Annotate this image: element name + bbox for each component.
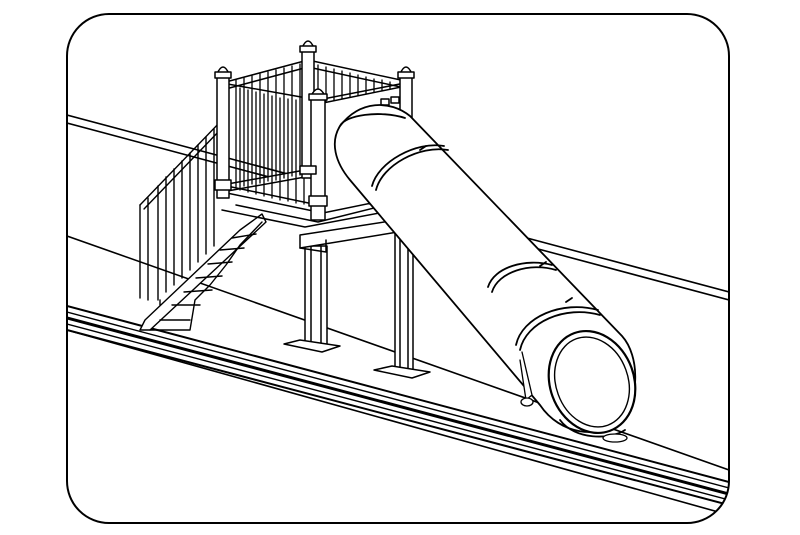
frame-border [66,13,730,524]
tube-slide [333,104,637,443]
stair-handrail [139,119,223,306]
pool-coping [67,305,729,506]
support-legs [283,217,431,379]
staircase [139,213,267,331]
